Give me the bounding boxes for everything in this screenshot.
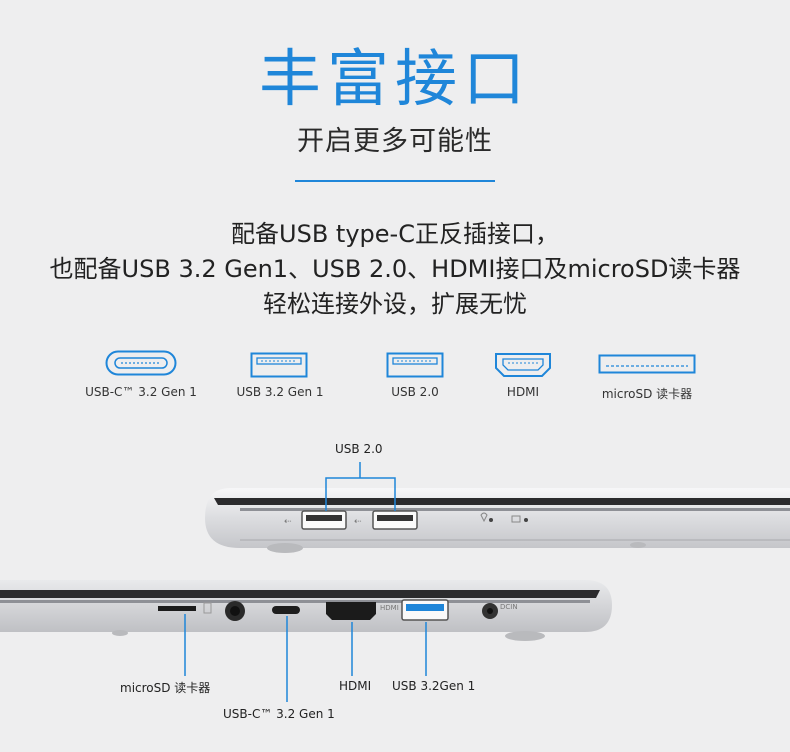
usb-a-port-icon — [250, 352, 308, 378]
svg-text:⇠: ⇠ — [354, 517, 362, 527]
description-line-3: 轻松连接外设，扩展无忧 — [263, 290, 527, 318]
port-label-usb2: USB 2.0 — [391, 385, 439, 399]
description-line-2: 也配备USB 3.2 Gen1、USB 2.0、HDMI接口及microSD读卡… — [49, 255, 741, 283]
hdmi-port-marking: HDMI — [380, 604, 399, 612]
callout-hdmi: HDMI — [339, 679, 372, 693]
port-label-usb32: USB 3.2 Gen 1 — [236, 385, 324, 399]
microsd-slot-icon — [598, 354, 696, 374]
page-subtitle: 开启更多可能性 — [297, 126, 493, 157]
usb-a-port-icon — [386, 352, 444, 378]
dcin-port-marking: DCIN — [500, 603, 518, 611]
laptop-left-side — [0, 580, 612, 702]
port-label-usbc: USB-C™ 3.2 Gen 1 — [85, 385, 197, 399]
title-divider — [295, 180, 495, 182]
page-title: 丰富接口 — [258, 42, 531, 115]
callout-usb2: USB 2.0 — [335, 442, 383, 456]
description-line-1: 配备USB type-C正反插接口， — [231, 220, 559, 248]
port-label-hdmi: HDMI — [506, 385, 540, 399]
hdmi-port-icon — [495, 353, 551, 377]
callout-usbc: USB-C™ 3.2 Gen 1 — [223, 707, 335, 721]
callout-microsd: microSD 读卡器 — [120, 681, 211, 695]
callout-usb32: USB 3.2Gen 1 — [392, 679, 476, 693]
usb-c-port-icon — [105, 350, 177, 376]
laptop-right-side: ⇠ ⇠ — [205, 462, 790, 553]
svg-text:⇠: ⇠ — [284, 517, 292, 527]
port-label-microsd: microSD 读卡器 — [601, 387, 693, 401]
